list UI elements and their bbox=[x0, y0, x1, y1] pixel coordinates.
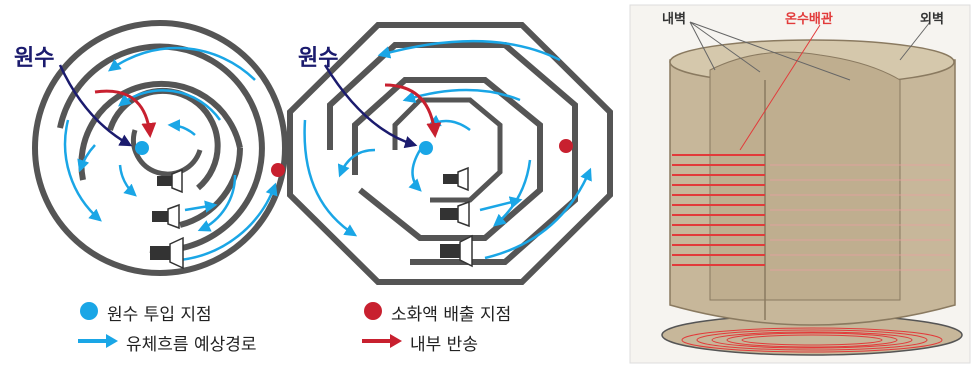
baffle-wall-3 bbox=[392, 97, 503, 203]
flow-arrow bbox=[493, 159, 532, 227]
flow-arrow bbox=[77, 144, 96, 173]
inlet-pointer-arrow bbox=[323, 64, 418, 149]
internal-return-arrow bbox=[384, 83, 442, 138]
flow-arrow bbox=[337, 148, 376, 178]
digester-tank-photo bbox=[629, 4, 971, 364]
legend-inlet-point: 원수 투입 지점 bbox=[107, 305, 212, 325]
flow-arrow bbox=[303, 119, 358, 237]
legend-flow-arrow-icon bbox=[78, 334, 118, 348]
inlet-point-dot bbox=[419, 141, 433, 155]
left-inlet-label: 원수 bbox=[14, 46, 55, 71]
flow-arrow bbox=[63, 119, 102, 222]
heating-pipe-faint bbox=[770, 164, 950, 271]
mixer-icon bbox=[150, 236, 184, 270]
outer-wall-octagon bbox=[287, 22, 613, 285]
mixer-icon bbox=[157, 168, 183, 194]
baffle-wall-3 bbox=[179, 147, 243, 228]
outlet-point-dot bbox=[271, 163, 285, 177]
outlet-point-dot bbox=[559, 139, 573, 153]
legend-inlet-dot bbox=[80, 302, 98, 320]
legend-flow-path: 유체흐름 예상경로 bbox=[126, 335, 257, 355]
flow-arrow bbox=[118, 164, 137, 197]
mixer-icon bbox=[443, 166, 469, 192]
circular-digester-diagram bbox=[32, 20, 288, 276]
heating-pipe-label: 온수배관 bbox=[785, 12, 833, 27]
baffle-wall-1 bbox=[57, 43, 265, 254]
flow-arrow bbox=[408, 149, 422, 192]
legend-outlet-dot bbox=[364, 302, 382, 320]
inner-wall-label: 내벽 bbox=[662, 12, 686, 27]
baffle-wall-2 bbox=[352, 77, 543, 241]
legend-return-arrow-icon bbox=[362, 334, 402, 348]
pipe-label-leader bbox=[739, 24, 821, 151]
flow-arrow bbox=[427, 114, 471, 132]
baffle-wall-5 bbox=[131, 129, 203, 177]
flow-arrow bbox=[179, 182, 278, 262]
baffle-wall-2 bbox=[78, 80, 243, 181]
flow-arrow bbox=[167, 119, 196, 136]
baffle-wall-1 bbox=[327, 42, 578, 265]
internal-return-arrow bbox=[94, 89, 157, 138]
mixer-icon bbox=[440, 200, 470, 228]
mixer-icon bbox=[440, 234, 473, 268]
flow-arrow bbox=[184, 200, 218, 213]
legend-outlet-point: 소화액 배출 지점 bbox=[391, 305, 512, 325]
flow-arrow bbox=[197, 174, 237, 232]
legend-internal-return: 내부 반송 bbox=[410, 335, 478, 355]
base-heating-coils bbox=[681, 327, 943, 353]
tank-inner-wall bbox=[709, 51, 901, 301]
flow-arrow bbox=[479, 196, 523, 212]
octagonal-digester-diagram bbox=[287, 22, 613, 285]
outer-wall-label: 외벽 bbox=[920, 12, 944, 27]
outer-wall-leader bbox=[899, 21, 931, 61]
middle-inlet-label: 원수 bbox=[298, 46, 339, 71]
flow-arrow bbox=[484, 167, 592, 260]
inlet-point-dot bbox=[135, 141, 149, 155]
flow-arrow bbox=[107, 46, 256, 81]
inlet-pointer-arrow bbox=[58, 64, 133, 147]
mixer-icon bbox=[152, 203, 180, 230]
heating-pipe-coils bbox=[672, 154, 765, 266]
inner-wall-leader bbox=[689, 21, 851, 81]
flow-arrow bbox=[377, 39, 561, 62]
outer-wall-circle bbox=[32, 20, 288, 276]
